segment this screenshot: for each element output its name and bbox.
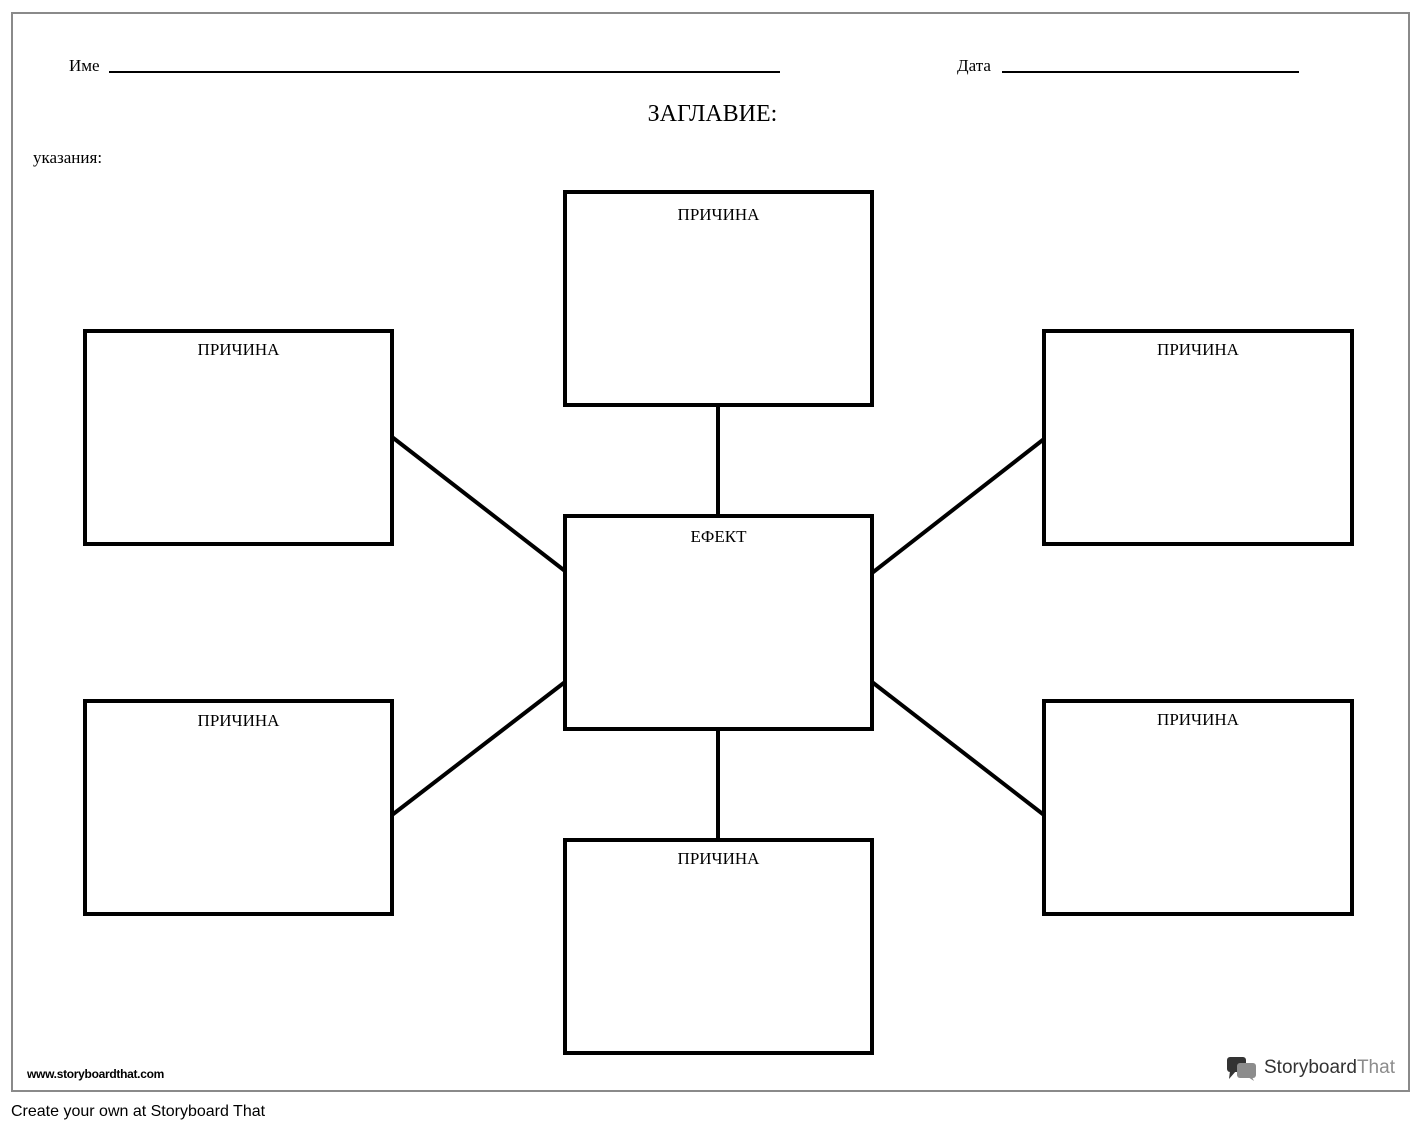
connector-upper-left [390,435,567,573]
instructions-label: указания: [33,148,103,167]
name-label: Име [69,56,100,75]
date-field-line[interactable] [1002,71,1299,73]
cause-box-bottom-label: ПРИЧИНА [677,849,760,868]
cause-box-upper-left-label: ПРИЧИНА [197,340,280,359]
brand-wordmark-dark: Storyboard [1264,1057,1357,1078]
cause-box-lower-right[interactable]: ПРИЧИНА [1042,699,1354,916]
create-your-own-link[interactable]: Create your own at Storyboard That [11,1103,266,1120]
date-label: Дата [957,56,991,75]
brand-wordmark: StoryboardThat [1264,1057,1395,1079]
cause-box-lower-right-label: ПРИЧИНА [1157,710,1239,729]
connector-lower-left [390,680,567,817]
cause-box-upper-right[interactable]: ПРИЧИНА [1042,329,1354,546]
connector-lower-right [870,680,1046,817]
effect-box-label: ЕФЕКТ [690,527,747,546]
speech-bubbles-icon [1227,1057,1256,1081]
cause-box-top-label: ПРИЧИНА [677,205,760,224]
effect-box[interactable]: ЕФЕКТ [563,514,874,731]
connector-upper-right [870,437,1046,575]
worksheet-title: ЗАГЛАВИЕ: [647,101,778,127]
cause-box-top[interactable]: ПРИЧИНА [563,190,874,407]
brand-wordmark-light: That [1356,1057,1395,1078]
storyboardthat-logo: StoryboardThat [1226,1054,1395,1082]
cause-box-lower-left[interactable]: ПРИЧИНА [83,699,394,916]
name-field-line[interactable] [109,71,780,73]
cause-box-upper-left[interactable]: ПРИЧИНА [83,329,394,546]
cause-box-bottom[interactable]: ПРИЧИНА [563,838,874,1055]
site-url: www.storyboardthat.com [27,1067,164,1081]
cause-box-lower-left-label: ПРИЧИНА [197,711,280,730]
cause-box-upper-right-label: ПРИЧИНА [1157,340,1239,359]
